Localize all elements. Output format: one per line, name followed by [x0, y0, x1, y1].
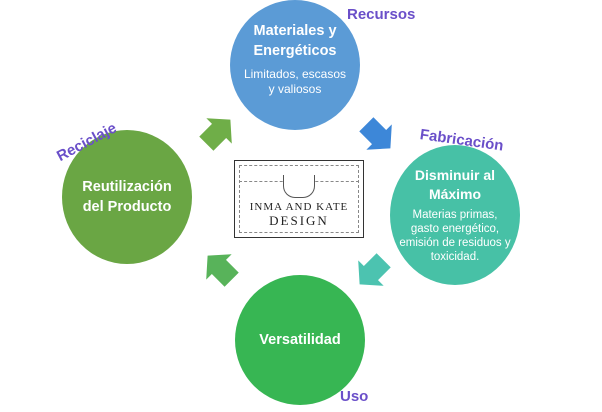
stage-label-uso: Uso: [340, 388, 369, 405]
node-disminuir-al-maximo: Disminuir al Máximo Materias primas, gas…: [390, 145, 520, 285]
node-reutilizacion-producto: Reutilización del Producto: [62, 130, 192, 264]
arrow-to-reciclaje: [206, 254, 239, 287]
node-materiales-energeticos: Materiales y Energéticos Limitados, esca…: [230, 0, 360, 130]
logo-brand-design: DESIGN: [269, 213, 329, 228]
node-title: Versatilidad: [259, 332, 341, 348]
logo-brand-name: INMA AND KATE: [249, 201, 349, 213]
arrow-to-uso: [358, 253, 391, 286]
arrow-to-recursos: [199, 118, 232, 151]
node-subtitle: Limitados, escasos y valiosos: [243, 67, 347, 96]
arrow-to-fabricacion: [359, 117, 392, 150]
node-versatilidad: Versatilidad: [235, 275, 365, 405]
logo-stitch-border: [239, 165, 359, 233]
node-title: Materiales y Energéticos: [253, 23, 337, 59]
logo-flap-icon: [283, 175, 315, 198]
stage-label-recursos: Recursos: [347, 6, 416, 23]
node-title: Disminuir al Máximo: [414, 167, 496, 202]
brand-logo: INMA AND KATE DESIGN: [234, 160, 364, 238]
node-title: Reutilización del Producto: [82, 179, 172, 215]
node-subtitle: Materias primas, gasto energético, emisi…: [399, 209, 511, 263]
